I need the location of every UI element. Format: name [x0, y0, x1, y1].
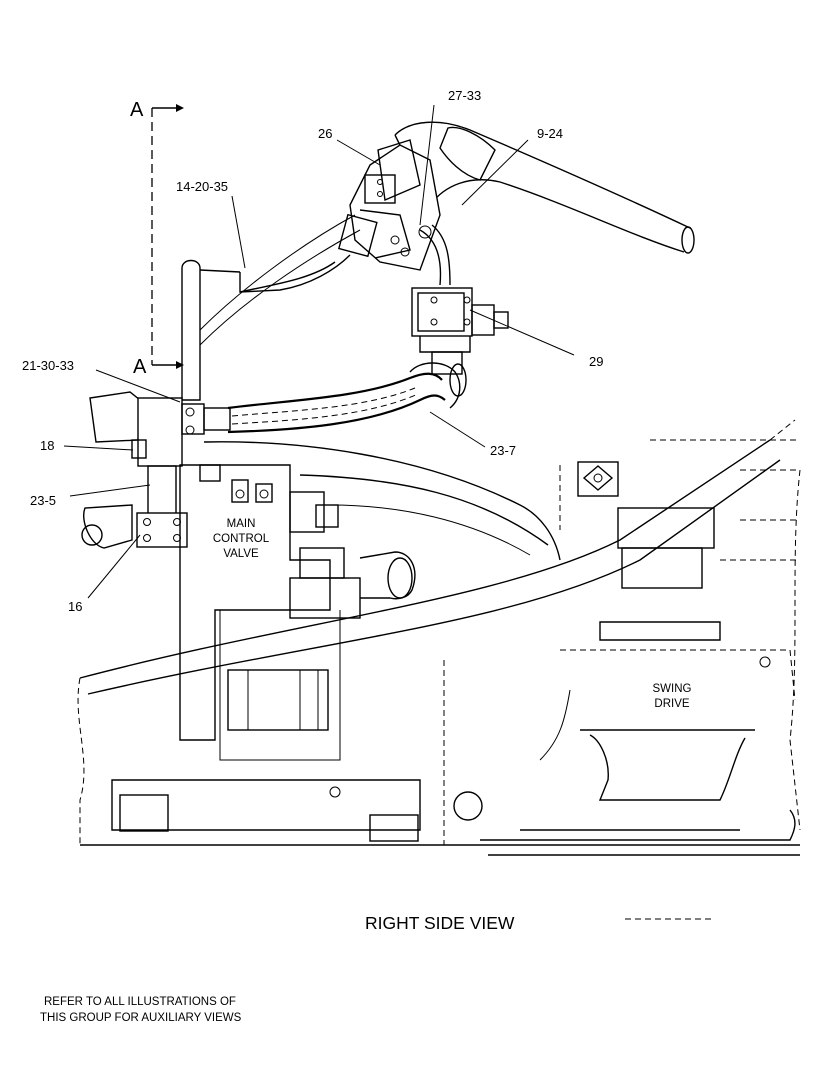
callout-14-20-35: 14-20-35	[176, 179, 228, 194]
callout-23-5: 23-5	[30, 493, 56, 508]
valve-block-29	[411, 287, 509, 375]
right-structure	[559, 439, 800, 801]
section-marker-top: A	[130, 99, 144, 121]
tube-14-20-35	[181, 214, 361, 401]
callout-9-24: 9-24	[537, 126, 563, 141]
swing-drive-label-1: SWING	[653, 683, 692, 695]
callout-18: 18	[40, 438, 54, 453]
callout-27-33: 27-33	[448, 88, 481, 103]
section-marker-bottom: A	[133, 356, 147, 378]
diagonal-frame	[79, 419, 796, 695]
callout-21-30-33: 21-30-33	[22, 358, 74, 373]
main-control-valve-label-2: CONTROL	[213, 533, 270, 545]
main-control-valve-label-1: MAIN	[227, 518, 256, 530]
note-line-2: THIS GROUP FOR AUXILIARY VIEWS	[40, 1012, 242, 1024]
note-line-1: REFER TO ALL ILLUSTRATIONS OF	[44, 996, 236, 1008]
view-title: RIGHT SIDE VIEW	[365, 913, 515, 933]
section-line-a-a	[151, 104, 184, 369]
left-fittings	[81, 391, 231, 549]
middle-pipes	[203, 441, 561, 561]
callout-16: 16	[68, 599, 82, 614]
callout-29: 29	[589, 354, 603, 369]
base-frame	[77, 469, 801, 856]
callout-26: 26	[318, 126, 332, 141]
swing-drive-label-2: DRIVE	[654, 698, 689, 710]
callout-23-7: 23-7	[490, 443, 516, 458]
main-control-valve-label-3: VALVE	[223, 548, 259, 560]
mount-plate-16	[136, 512, 188, 548]
upper-hose	[394, 121, 695, 254]
leader-lines	[63, 104, 575, 599]
braided-hose-23-7	[227, 362, 467, 434]
main-control-valve	[179, 464, 416, 761]
solenoid-valve-assembly	[337, 139, 451, 286]
